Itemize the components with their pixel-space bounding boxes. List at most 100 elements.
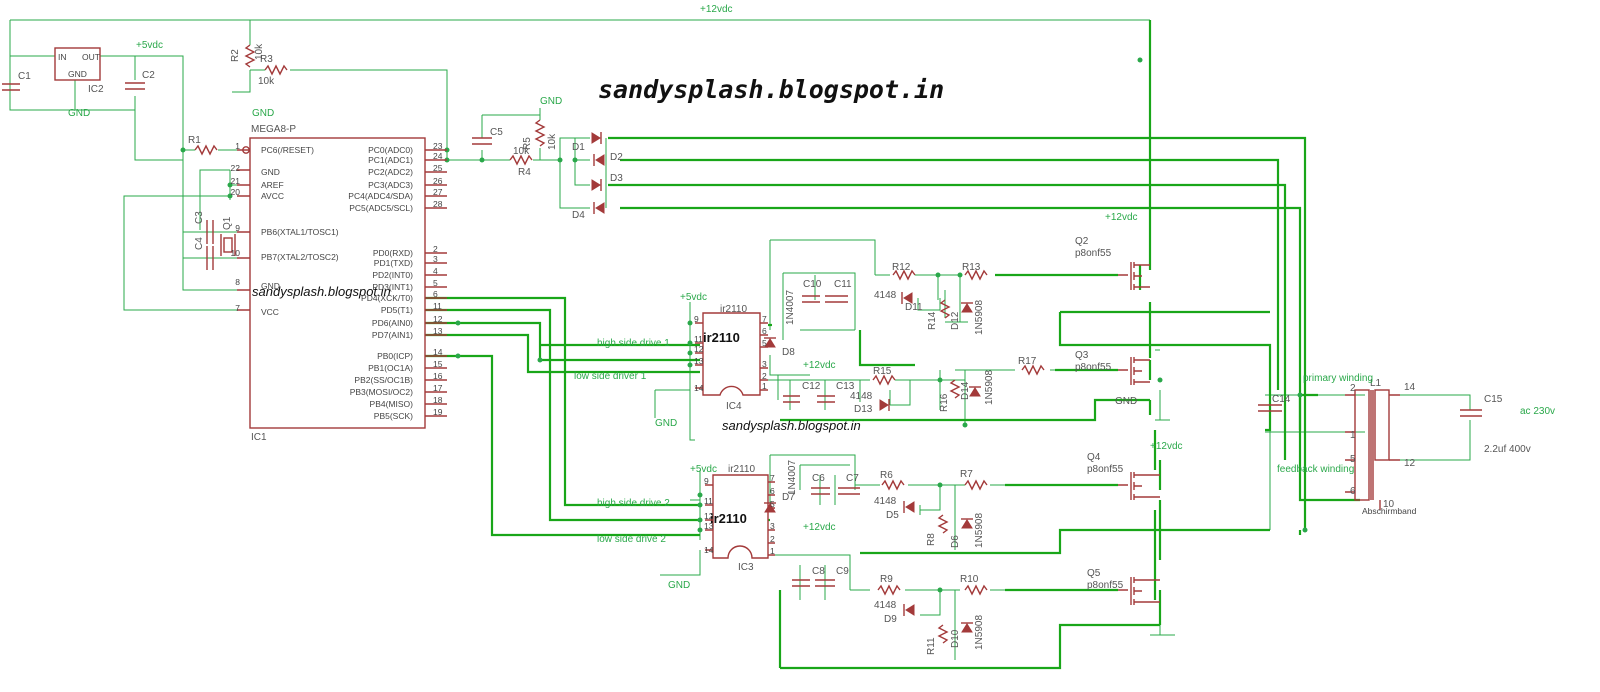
- ic1-pin-number: 5: [433, 278, 438, 288]
- svg-text:C10: C10: [803, 279, 822, 290]
- svg-text:R15: R15: [873, 366, 892, 377]
- svg-text:10k: 10k: [513, 146, 530, 157]
- ic1-pin-name: PC4(ADC4/SDA): [348, 191, 413, 201]
- svg-text:D1: D1: [572, 142, 585, 153]
- ic4-pin-number: 11: [694, 334, 703, 344]
- ic1-pin-name: PD3(INT1): [372, 282, 413, 292]
- transformer-l1: L1 2 1 5 6 14 12 10 Abschirmband: [1345, 378, 1417, 516]
- resistor-r13: R13: [962, 262, 988, 281]
- ic3-pin-number: 6: [770, 486, 775, 496]
- ic4-ref: IC4: [726, 401, 742, 412]
- resistor-r6: R6: [880, 470, 905, 491]
- svg-text:Q3: Q3: [1075, 350, 1089, 361]
- ic4-pin-number: 3: [762, 359, 767, 369]
- ic4-pin-number: 6: [762, 326, 767, 336]
- ic1-pin-number: 16: [433, 371, 443, 381]
- ic1-pin-name: PC6(/RESET): [261, 145, 314, 155]
- svg-text:p8onf55: p8onf55: [1087, 580, 1124, 591]
- ic4-ir2110: ir2110 ir2110 IC4: [695, 304, 768, 412]
- rail-12v-q2: +12vdc: [1105, 212, 1138, 223]
- diode-d11: 4148 D11: [874, 290, 923, 313]
- ic1-pin-number: 21: [231, 176, 241, 186]
- svg-text:R16: R16: [939, 393, 950, 412]
- capacitor-c6: C6: [811, 473, 830, 495]
- svg-text:D13: D13: [854, 404, 873, 415]
- diode-d9: 4148 D9: [874, 600, 915, 625]
- ic4-pin-number: 2: [762, 371, 767, 381]
- ic1-pin-name: AREF: [261, 180, 284, 190]
- label-feedback-winding: feedback winding: [1277, 464, 1354, 475]
- svg-text:C4: C4: [194, 237, 205, 250]
- svg-text:R9: R9: [880, 574, 893, 585]
- svg-text:4148: 4148: [874, 496, 897, 507]
- svg-text:1N5908: 1N5908: [974, 300, 985, 335]
- pin-label-group: PC6(/RESET)1GND22AREF21AVCC20PB6(XTAL1/T…: [231, 141, 775, 556]
- ic1-pin-number: 2: [433, 244, 438, 254]
- diode-d7: 1N4007 D7: [764, 460, 798, 513]
- label-high-side-1: high side drive 1: [597, 338, 670, 349]
- ic3-pin-number: 5: [770, 499, 775, 509]
- svg-text:D10: D10: [950, 629, 961, 648]
- watermark-middle: sandysplash.blogspot.in: [722, 418, 861, 433]
- svg-text:p8onf55: p8onf55: [1075, 248, 1112, 259]
- ic1-pin-number: 13: [433, 326, 443, 336]
- watermark-left: sandysplash.blogspot.in: [252, 284, 391, 299]
- ic1-pin-name: PC5(ADC5/SCL): [349, 203, 413, 213]
- svg-text:R13: R13: [962, 262, 981, 273]
- svg-text:1N5908: 1N5908: [974, 513, 985, 548]
- svg-text:Q5: Q5: [1087, 568, 1101, 579]
- capacitor-c9: C9: [815, 566, 849, 587]
- ic3-ref: IC3: [738, 562, 754, 573]
- diode-d1: D1: [572, 132, 602, 153]
- ic1-pin-name: PB2(SS/OC1B): [354, 375, 413, 385]
- resistor-r7: R7: [960, 469, 988, 491]
- ic1-pin-number: 24: [433, 151, 443, 161]
- ic1-pin-number: 4: [433, 266, 438, 276]
- resistor-r10: R10: [960, 574, 988, 596]
- svg-text:10k: 10k: [547, 133, 558, 150]
- svg-text:1N4007: 1N4007: [785, 290, 796, 325]
- svg-text:C3: C3: [194, 211, 205, 224]
- svg-text:Q2: Q2: [1075, 236, 1089, 247]
- ic1-pin-name: PB1(OC1A): [368, 363, 413, 373]
- ic4-pin-number: 12: [694, 344, 704, 354]
- capacitor-c7: C7: [838, 473, 860, 495]
- ic1-pin-name: PB3(MOSI/OC2): [350, 387, 413, 397]
- diode-d5: 4148 D5: [874, 496, 915, 521]
- svg-text:C2: C2: [142, 70, 155, 81]
- svg-text:C8: C8: [812, 566, 825, 577]
- svg-text:6: 6: [1350, 486, 1356, 497]
- svg-text:1N4007: 1N4007: [787, 460, 798, 495]
- svg-text:4148: 4148: [874, 600, 897, 611]
- resistor-r1: R1: [188, 135, 218, 156]
- resistor-r4: R4 10k: [509, 146, 533, 178]
- svg-text:10k: 10k: [258, 76, 275, 87]
- ic4-pin-number: 7: [762, 314, 767, 324]
- ic3-pin-number: 2: [770, 534, 775, 544]
- svg-text:R12: R12: [892, 262, 911, 273]
- ic1-pin-number: 11: [433, 301, 442, 311]
- zener-d6: D6 1N5908: [950, 513, 985, 548]
- ic1-pin-number: 15: [433, 359, 443, 369]
- diode-d8: 1N4007 D8: [764, 290, 796, 358]
- svg-text:1N5908: 1N5908: [984, 370, 995, 405]
- label-low-side-2: low side drive 2: [597, 534, 666, 545]
- ic1-pin-name: PC1(ADC1): [368, 155, 413, 165]
- ic1-pin-name: PB7(XTAL2/TOSC2): [261, 252, 339, 262]
- ic1-pin-number: 9: [235, 223, 240, 233]
- svg-text:D11: D11: [905, 302, 923, 313]
- svg-text:5: 5: [1350, 454, 1356, 465]
- ic1-pin-number: 26: [433, 176, 443, 186]
- ic1-pin-number: 6: [433, 289, 438, 299]
- svg-text:1: 1: [1350, 430, 1356, 441]
- svg-text:L1: L1: [1370, 378, 1382, 389]
- watermarks: sandysplash.blogspot.in sandysplash.blog…: [252, 75, 944, 433]
- ic3-pin-number: 3: [770, 521, 775, 531]
- ic1-pin-number: 10: [231, 248, 241, 258]
- svg-text:1N5908: 1N5908: [974, 615, 985, 650]
- ic3-pin-number: 14: [704, 545, 714, 555]
- svg-text:10k: 10k: [254, 43, 265, 60]
- power-traces: [425, 20, 1360, 670]
- ic4-pin-number: 5: [762, 338, 767, 348]
